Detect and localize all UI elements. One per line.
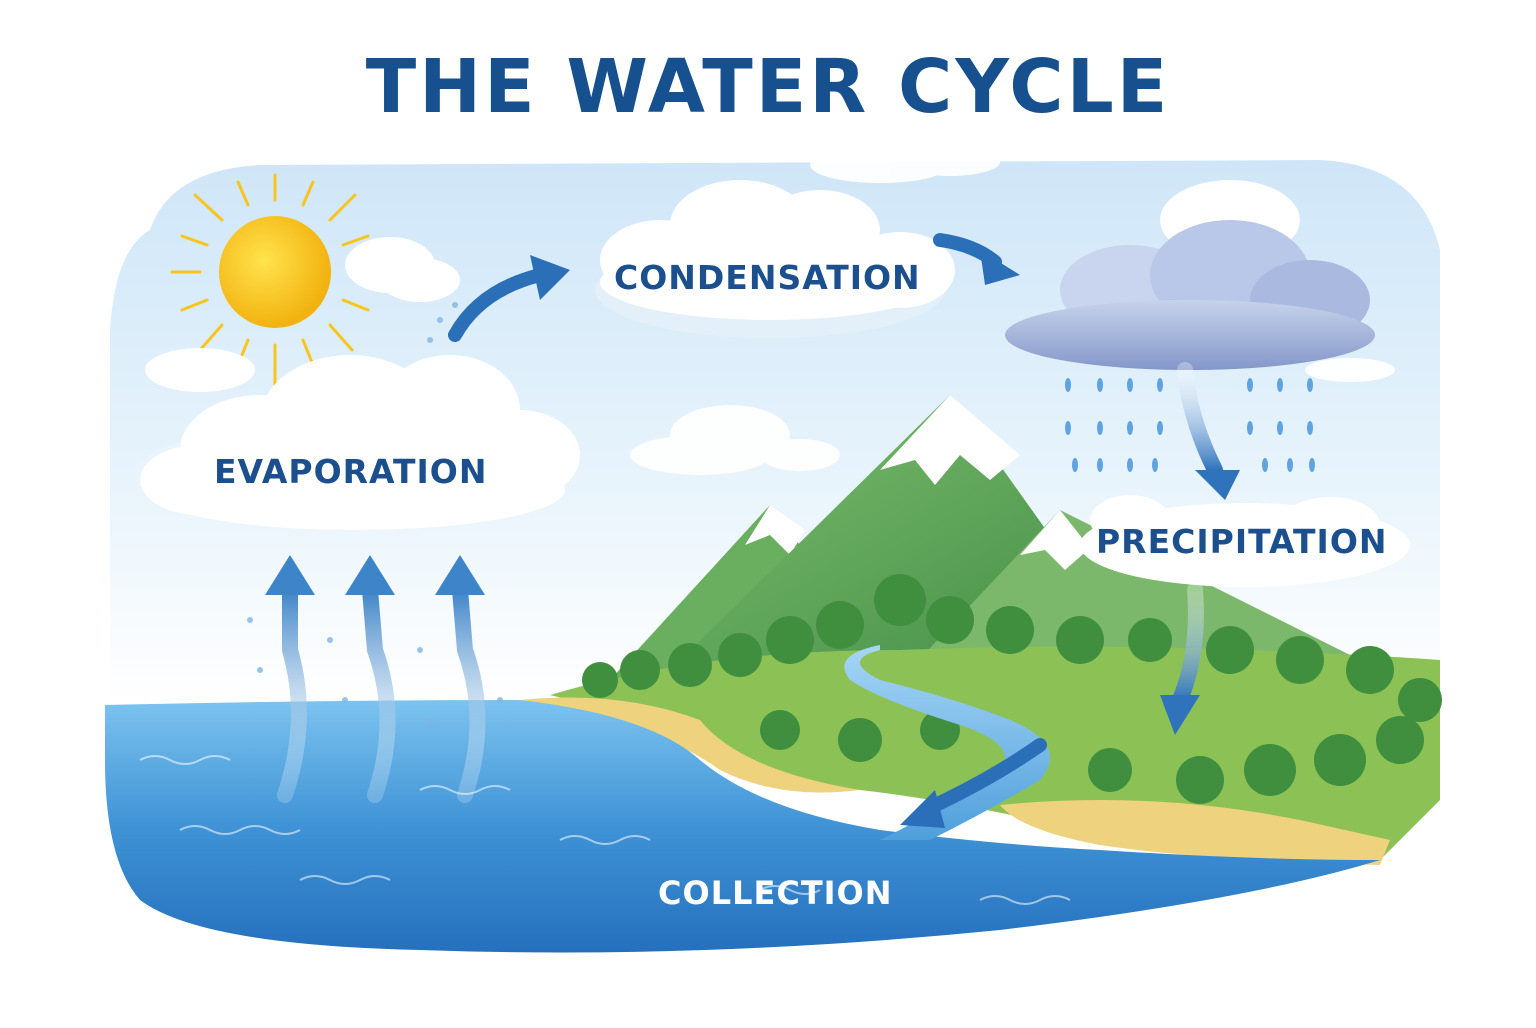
evaporation-label: EVAPORATION bbox=[214, 452, 487, 491]
precipitation-label: PRECIPITATION bbox=[1096, 522, 1388, 561]
collection-label: COLLECTION bbox=[658, 874, 893, 912]
page-title: THE WATER CYCLE bbox=[0, 44, 1536, 130]
condensation-label: CONDENSATION bbox=[614, 258, 921, 297]
